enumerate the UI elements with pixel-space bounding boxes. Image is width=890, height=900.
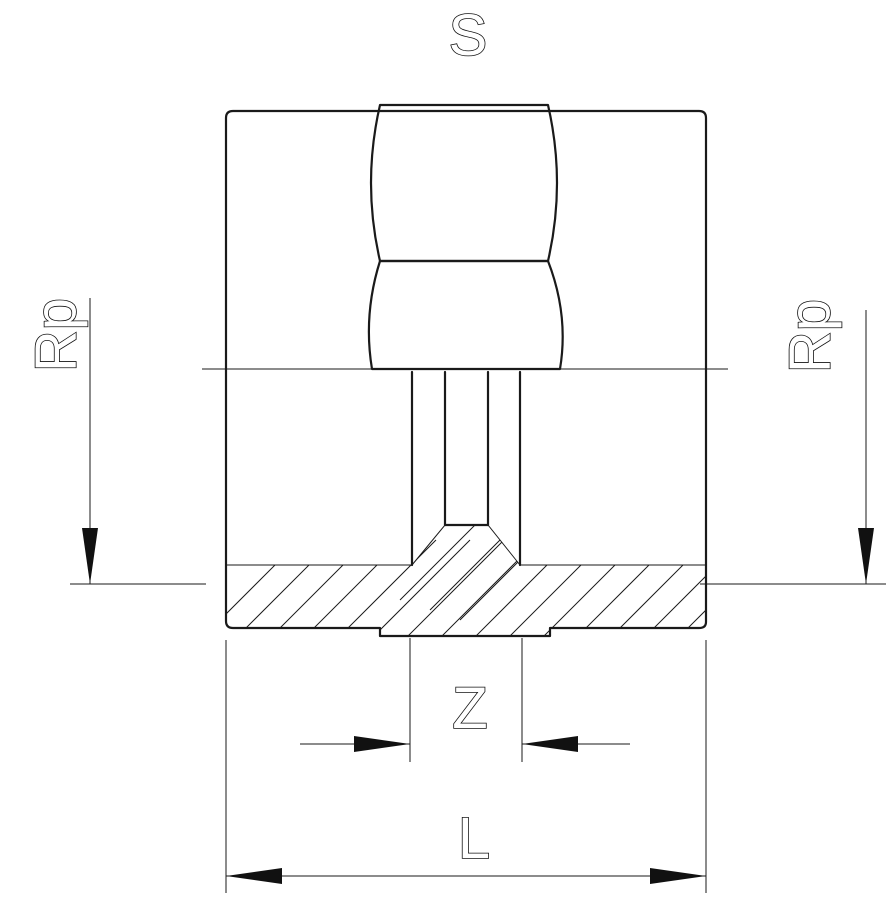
hex-flat-upper [369, 103, 559, 263]
label-rp-left: Rp [23, 298, 88, 372]
section-hatching [226, 525, 706, 636]
bore-walls [226, 370, 706, 567]
rp-left-dimension [82, 298, 98, 584]
rp-right-arrowhead [858, 528, 874, 584]
label-l: L [458, 806, 490, 871]
z-arrowhead-left [354, 736, 410, 752]
rp-left-arrowhead [82, 528, 98, 584]
l-arrowhead-left [226, 868, 282, 884]
label-z: Z [452, 676, 487, 741]
label-rp-right: Rp [777, 299, 842, 373]
rp-right-dimension [858, 310, 874, 584]
section-outline [411, 524, 521, 566]
fitting-outline [224, 109, 708, 638]
l-arrowhead-right [650, 868, 706, 884]
hex-flat-lower [367, 259, 564, 371]
z-dimension [300, 638, 630, 762]
z-arrowhead-right [522, 736, 578, 752]
l-dimension [225, 640, 707, 893]
label-s: S [449, 3, 488, 68]
